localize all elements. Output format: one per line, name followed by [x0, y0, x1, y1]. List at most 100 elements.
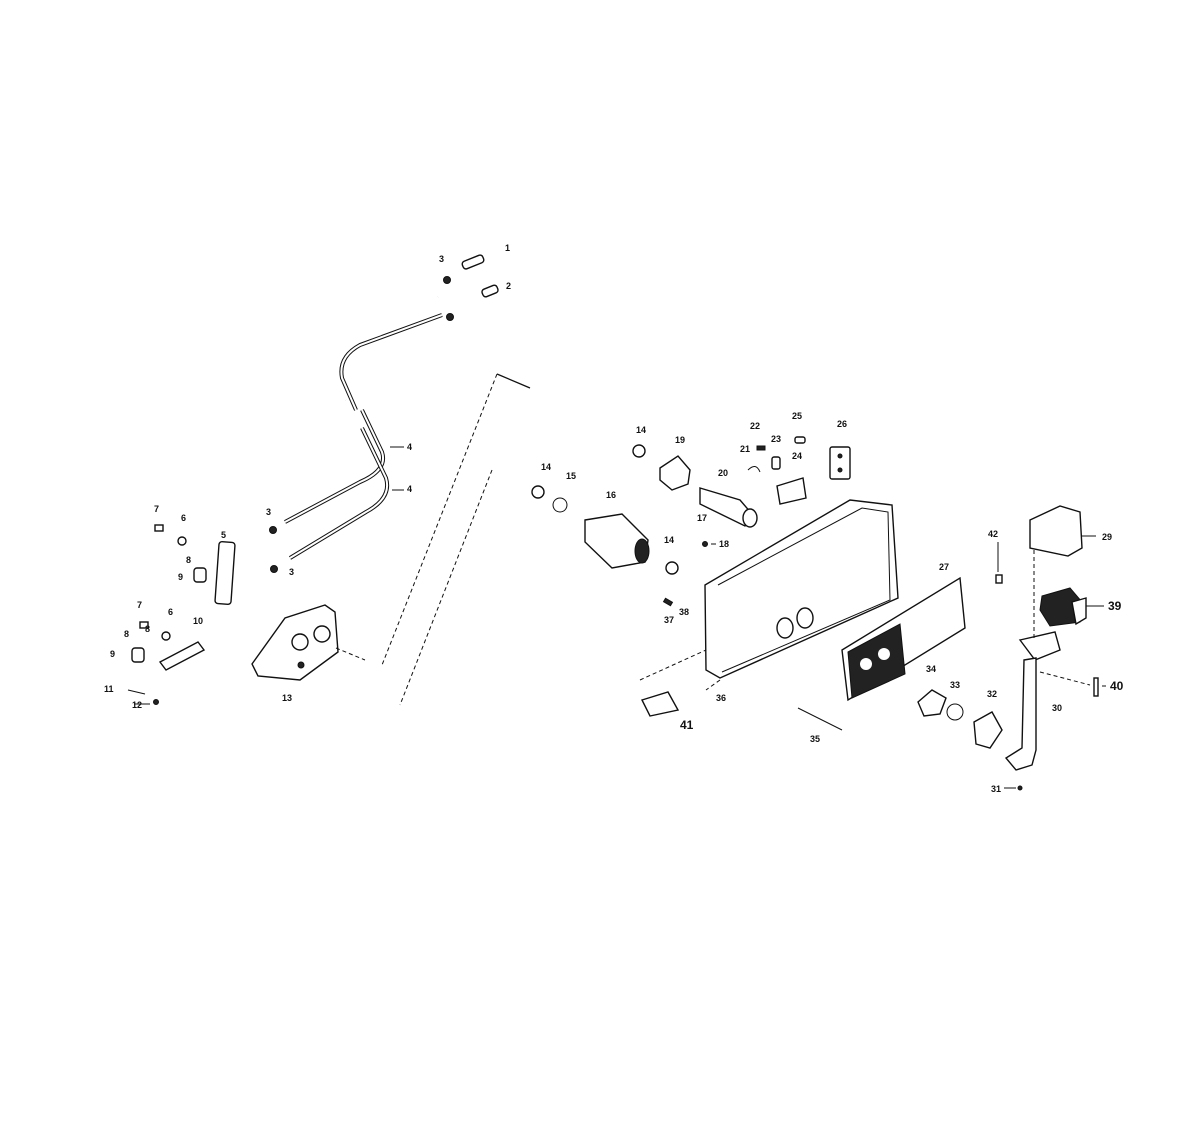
label-33: 33 — [950, 680, 960, 690]
bolt-part-11 — [127, 689, 146, 695]
label-16: 16 — [606, 490, 616, 500]
label-8a: 8 — [186, 555, 191, 565]
label-19: 19 — [675, 435, 685, 445]
label-42: 42 — [988, 529, 998, 539]
bracket-part-24 — [776, 477, 807, 505]
label-22: 22 — [750, 421, 760, 431]
label-6b: 6 — [168, 607, 173, 617]
label-26: 26 — [837, 419, 847, 429]
nut-part-12 — [153, 699, 159, 705]
label-17: 17 — [697, 513, 707, 523]
bushing-part-9a — [193, 567, 207, 583]
label-4b: 4 — [407, 484, 412, 494]
leader-lines — [134, 535, 1106, 789]
label-20: 20 — [718, 468, 728, 478]
label-35: 35 — [810, 734, 820, 744]
collar-part-19 — [659, 455, 691, 491]
part-labels: 1 2 3 3 3 4 4 5 6 6 7 7 8 8 8 9 9 10 11 … — [104, 243, 1124, 794]
label-14b: 14 — [541, 462, 551, 472]
label-29: 29 — [1102, 532, 1112, 542]
label-7a: 7 — [154, 504, 159, 514]
label-3c: 3 — [289, 567, 294, 577]
spring-part-17 — [702, 541, 708, 547]
pin-part-2 — [481, 284, 499, 298]
label-34: 34 — [926, 664, 936, 674]
nut-part-31 — [1017, 785, 1023, 791]
decal-part-27 — [841, 576, 966, 702]
label-14c: 14 — [664, 535, 674, 545]
ring-part-33 — [946, 703, 964, 721]
label-15: 15 — [566, 471, 576, 481]
knob-part-32 — [973, 711, 1003, 749]
division-lines — [381, 373, 531, 706]
label-14a: 14 — [636, 425, 646, 435]
clip-part-21 — [747, 466, 761, 473]
washer-part-6b — [161, 631, 171, 641]
clip-part-14c — [665, 561, 679, 575]
label-40: 40 — [1110, 679, 1124, 693]
screw-part-23 — [771, 456, 781, 470]
label-2: 2 — [506, 281, 511, 291]
label-37: 37 — [664, 615, 674, 625]
label-12: 12 — [132, 700, 142, 710]
washer-part-6a — [177, 536, 187, 546]
bracket-hardware — [747, 436, 851, 505]
rod-part-35 — [797, 707, 843, 731]
plate-part-26 — [829, 446, 851, 480]
label-36: 36 — [716, 693, 726, 703]
divider-top — [496, 373, 531, 389]
label-8b: 8 — [124, 629, 129, 639]
label-41: 41 — [680, 718, 694, 732]
label-25: 25 — [792, 411, 802, 421]
screw-part-7b — [139, 621, 149, 629]
screw-part-25 — [794, 436, 806, 444]
cap-part-29 — [1029, 505, 1083, 557]
label-21: 21 — [740, 444, 750, 454]
housing-plate-part-13 — [251, 604, 366, 681]
handle-part-30 — [1004, 550, 1091, 771]
label-9b: 9 — [110, 649, 115, 659]
control-box-part-36 — [639, 499, 899, 691]
label-32: 32 — [987, 689, 997, 699]
label-3b: 3 — [266, 507, 271, 517]
knob-parts — [917, 689, 1003, 749]
label-30: 30 — [1052, 703, 1062, 713]
label-10: 10 — [193, 616, 203, 626]
label-4a: 4 — [407, 442, 412, 452]
screw-part-42 — [995, 574, 1003, 584]
clip-part-14b — [531, 485, 545, 499]
label-5: 5 — [221, 530, 226, 540]
divider-right — [399, 469, 493, 706]
label-27: 27 — [939, 562, 949, 572]
clip-part-41 — [641, 691, 680, 717]
label-1: 1 — [505, 243, 510, 253]
nut-part-3-top — [443, 276, 451, 284]
clip-part-14a — [632, 444, 646, 458]
label-23: 23 — [771, 434, 781, 444]
plunger-head — [742, 508, 758, 528]
nut-part-3-mid — [269, 526, 277, 534]
lever-part-5 — [214, 541, 236, 605]
pin-part-1 — [461, 254, 485, 270]
label-31: 31 — [991, 784, 1001, 794]
label-39: 39 — [1108, 599, 1122, 613]
screw-part-7a — [154, 524, 164, 532]
shaft-end — [634, 538, 650, 564]
label-18: 18 — [719, 539, 729, 549]
label-11: 11 — [104, 684, 114, 694]
control-cables — [284, 296, 443, 560]
pin-part-22 — [756, 445, 766, 451]
label-3a: 3 — [439, 254, 444, 264]
shaft-assembly — [531, 444, 758, 575]
label-13: 13 — [282, 693, 292, 703]
label-6a: 6 — [181, 513, 186, 523]
pin-part-37 — [662, 597, 674, 607]
bushing-part-9b — [131, 647, 145, 663]
label-38: 38 — [679, 607, 689, 617]
hub-part-34 — [917, 689, 947, 717]
nut-part-3-upper — [446, 313, 454, 321]
nut-part-3-low — [270, 565, 278, 573]
left-hardware — [127, 524, 236, 705]
screw-part-40 — [1093, 677, 1099, 697]
